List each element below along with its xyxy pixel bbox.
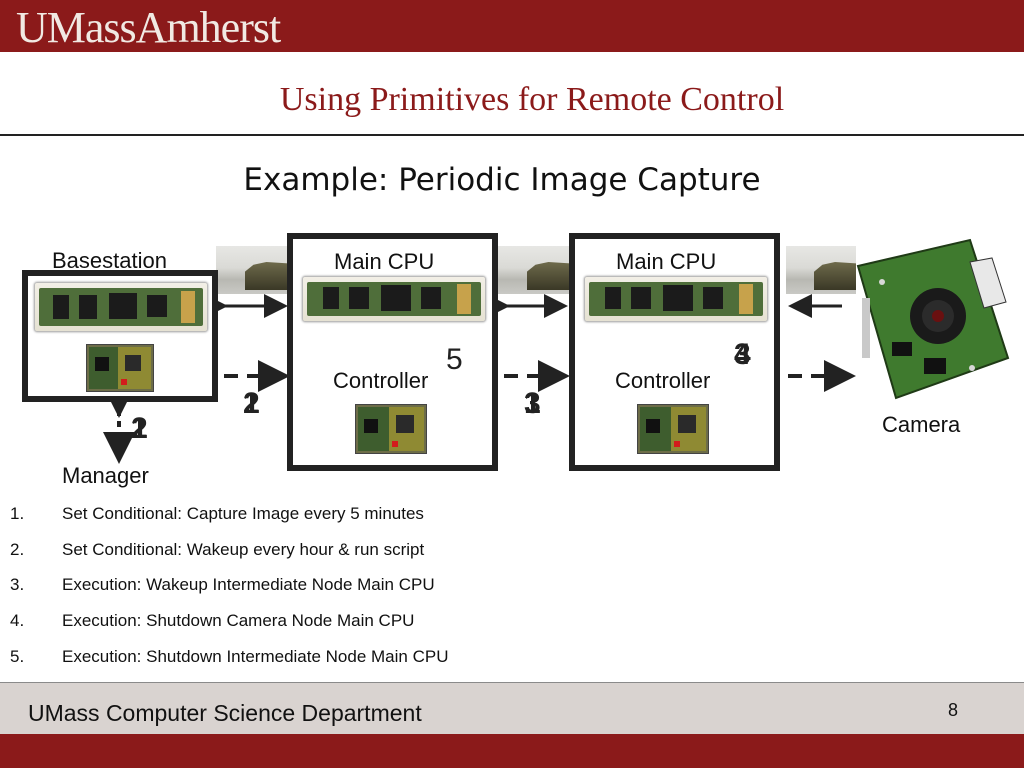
- step-number: 1: [524, 387, 541, 420]
- step-text: Execution: Shutdown Camera Node Main CPU: [62, 611, 415, 630]
- main-cpu-label: Main CPU: [334, 249, 435, 274]
- intermediate-controller-board: [355, 404, 427, 454]
- footer-department: UMass Computer Science Department: [28, 700, 422, 726]
- step-index: 3.: [10, 575, 25, 594]
- step-text: Execution: Shutdown Intermediate Node Ma…: [62, 647, 449, 666]
- step-number: 1: [243, 387, 260, 420]
- camera-node-cpu-board: [584, 276, 768, 322]
- camera-node-controller-board: [637, 404, 709, 454]
- step-number: 3: [524, 387, 541, 420]
- basestation-controller-board: [86, 344, 154, 392]
- umass-logo: UMassAmherst: [16, 3, 281, 52]
- header-bar: [0, 0, 1024, 52]
- step-index: 2.: [10, 540, 25, 559]
- scenery-photo: [216, 246, 288, 294]
- step-number: 5: [446, 343, 463, 376]
- step-number: 4: [734, 338, 751, 371]
- step-number: 3: [734, 338, 751, 371]
- camera-label: Camera: [882, 412, 961, 437]
- intermediate-cpu-board: [302, 276, 486, 322]
- slide-title: Using Primitives for Remote Control: [279, 81, 785, 118]
- controller-label: Controller: [615, 368, 711, 393]
- footer-bar: [0, 734, 1024, 768]
- step-index: 4.: [10, 611, 25, 630]
- title-divider: [0, 134, 1024, 136]
- step-text: Execution: Wakeup Intermediate Node Main…: [62, 575, 435, 594]
- scenery-photo: [786, 246, 856, 294]
- step-number: 1: [131, 412, 148, 445]
- slide-subtitle: Example: Periodic Image Capture: [243, 162, 761, 198]
- main-cpu-label: Main CPU: [616, 249, 717, 274]
- controller-label: Controller: [333, 368, 429, 393]
- scenery-photo: [498, 246, 570, 294]
- page-number: 8: [948, 700, 959, 720]
- step-text: Set Conditional: Capture Image every 5 m…: [62, 504, 424, 523]
- basestation-cpu-board: [34, 282, 208, 332]
- step-text: Set Conditional: Wakeup every hour & run…: [62, 540, 425, 559]
- basestation-label: Basestation: [52, 248, 167, 273]
- footer-band: [0, 682, 1024, 735]
- step-number: 2: [131, 412, 148, 445]
- step-number: 2: [243, 387, 260, 420]
- step-index: 1.: [10, 504, 25, 523]
- step-index: 5.: [10, 647, 25, 666]
- camera-device: [856, 238, 1010, 400]
- manager-label: Manager: [62, 463, 149, 488]
